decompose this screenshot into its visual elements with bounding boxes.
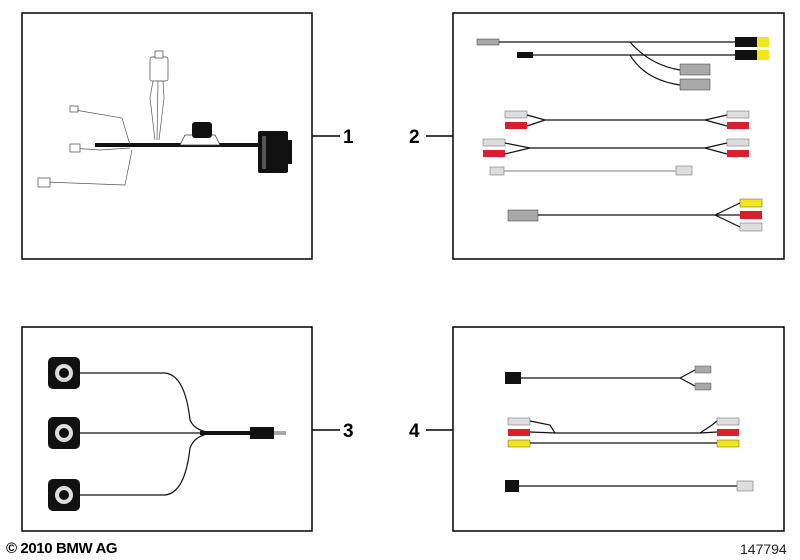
audio-video-cable-set-illustration (505, 365, 754, 492)
antenna-splitter-illustration (48, 357, 286, 511)
wiring-harness-illustration (37, 50, 292, 188)
panel-3: 3 (21, 326, 354, 532)
panel-2: 2 (409, 12, 785, 260)
callout-4: 4 (409, 421, 420, 442)
panel-2-frame (452, 12, 785, 260)
callout-3: 3 (343, 421, 354, 442)
copyright-notice: © 2010 BMW AG (6, 540, 118, 557)
callout-1: 1 (343, 127, 354, 148)
callout-2: 2 (409, 127, 420, 148)
part-number: 147794 (740, 541, 787, 557)
panel-1: 1 (21, 12, 354, 260)
av-adapter-cable-illustration (476, 37, 769, 232)
panel-4: 4 (409, 326, 785, 532)
